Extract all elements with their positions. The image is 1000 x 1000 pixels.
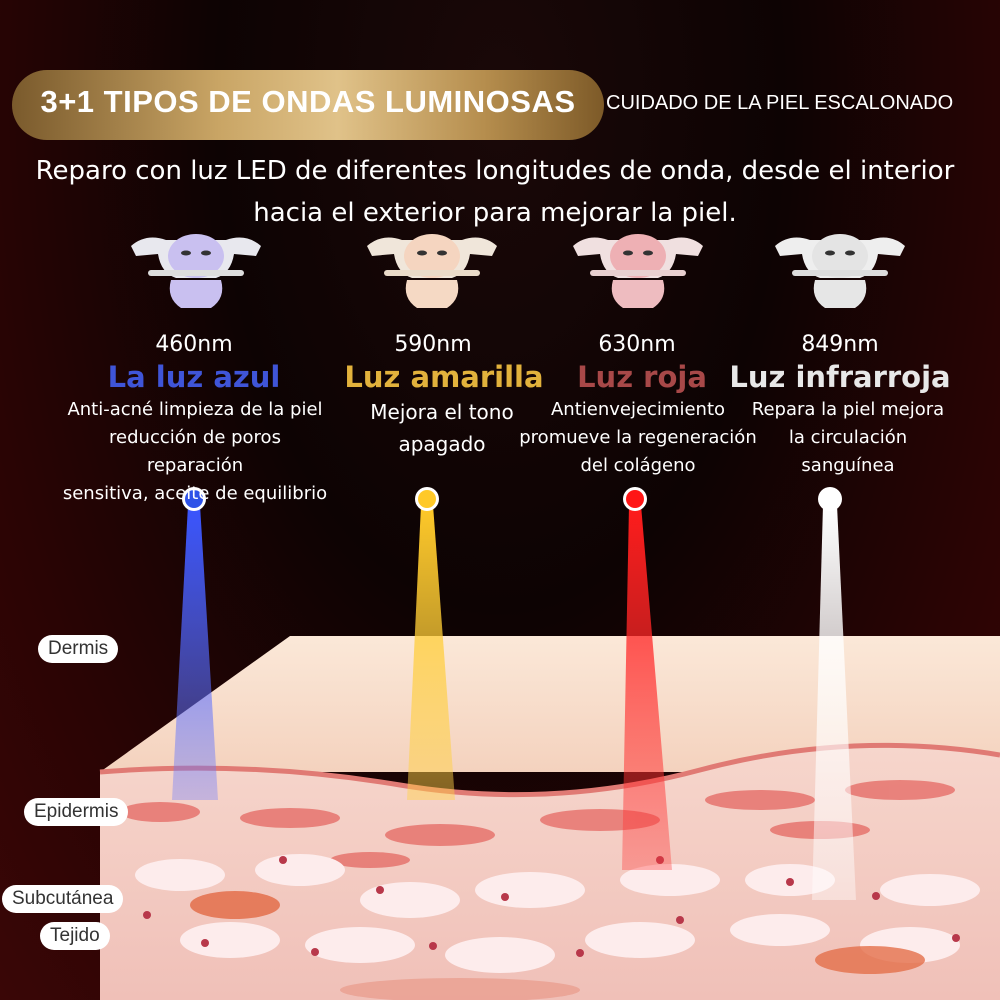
desc-yellow: Mejora el tono apagado xyxy=(307,396,577,460)
wavelength-infrared: 849nm xyxy=(801,332,879,357)
led-mask-white-icon xyxy=(775,234,905,308)
light-name-blue: La luz azul xyxy=(107,360,281,394)
title-banner: 3+1 TIPOS DE ONDAS LUMINOSAS xyxy=(12,70,604,140)
banner-subtitle: CUIDADO DE LA PIEL ESCALONADO xyxy=(606,92,954,114)
desc-line: Anti-acné limpieza de la piel xyxy=(67,399,323,420)
intro-line-1: Reparo con luz LED de diferentes longitu… xyxy=(35,156,955,186)
desc-line: Mejora el tono xyxy=(370,400,514,424)
banner-title: 3+1 TIPOS DE ONDAS LUMINOSAS xyxy=(40,84,576,119)
led-mask-blue-icon xyxy=(131,234,261,308)
led-mask-red-icon xyxy=(573,234,703,308)
desc-line: Repara la piel mejora xyxy=(751,399,945,420)
intro-line-2: hacia el exterior para mejorar la piel. xyxy=(253,198,737,228)
wavelength-blue: 460nm xyxy=(155,332,233,357)
desc-line: reducción de poros reparación xyxy=(109,427,281,476)
light-name-infrared: Luz infrarroja xyxy=(729,360,951,394)
led-mask-yellow-icon xyxy=(367,234,497,308)
layer-label-dermis: Dermis xyxy=(38,635,119,663)
desc-line: sensitiva, aceite de equilibrio xyxy=(62,483,328,504)
light-name-yellow: Luz amarilla xyxy=(344,360,544,394)
layer-label-tejido: Tejido xyxy=(40,922,110,950)
desc-line: promueve la regeneración xyxy=(519,427,757,448)
desc-line: Antienvejecimiento xyxy=(550,399,726,420)
desc-line: sanguínea xyxy=(801,455,895,476)
desc-infrared: Repara la piel mejora la circulación san… xyxy=(713,396,983,480)
wavelength-yellow: 590nm xyxy=(394,332,472,357)
wavelength-red: 630nm xyxy=(598,332,676,357)
desc-line: del colágeno xyxy=(580,455,696,476)
desc-line: la circulación xyxy=(788,427,908,448)
layer-label-epidermis: Epidermis xyxy=(24,798,129,826)
light-name-red: Luz roja xyxy=(577,360,707,394)
desc-line: apagado xyxy=(398,432,486,456)
layer-label-subcutanea: Subcutánea xyxy=(2,885,124,913)
desc-red: Antienvejecimiento promueve la regenerac… xyxy=(503,396,773,480)
desc-blue: Anti-acné limpieza de la piel reducción … xyxy=(60,396,330,508)
